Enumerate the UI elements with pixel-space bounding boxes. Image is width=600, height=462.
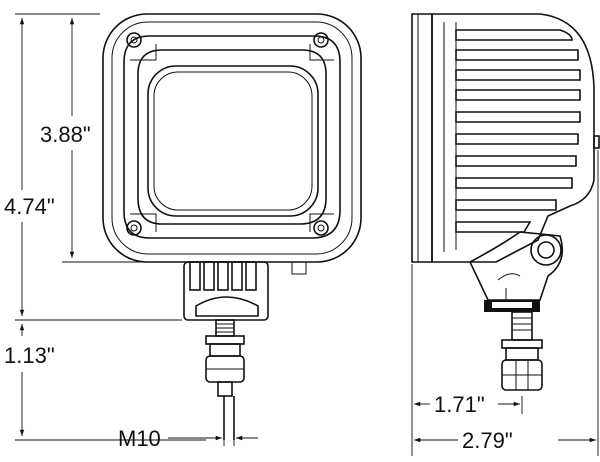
rear-connector [593,135,600,149]
lens-frame [137,49,327,225]
cooling-fins [443,22,581,252]
total-height-label: 4.74" [4,194,55,219]
screw-icon [313,32,329,48]
thread-dimension: M10 [118,420,258,451]
lens [147,65,319,217]
mount-depth-label: 1.71" [434,392,485,417]
screw-icon [126,32,142,48]
corner-tab-bl [130,213,157,232]
corner-tab-tl [130,44,157,61]
mount-depth-dimension: 1.71" [414,392,520,417]
housing-shell [431,13,595,263]
screw-icon [313,220,329,236]
front-bezel-plate [411,13,433,263]
bezel [123,35,341,239]
screw-icon [126,220,142,236]
lens-height-dimension: 3.88" [40,18,91,258]
stud-length-dimension: 1.13" [4,324,55,436]
total-height-dimension: 4.74" [4,18,55,316]
lens-inner [153,71,313,211]
lens-height-label: 3.88" [40,122,91,147]
corner-tab-tr [309,44,334,61]
thread-label: M10 [118,426,161,451]
side-mounting-stud [501,311,543,391]
front-view [102,13,362,440]
side-view [411,13,600,391]
pivot-bracket [468,231,564,312]
total-depth-label: 2.79" [462,428,513,453]
total-depth-dimension: 2.79" [414,428,596,453]
mounting-stud [205,319,245,440]
stud-length-label: 1.13" [4,343,55,368]
corner-tab-br [309,213,334,232]
housing-inner-outline [111,21,353,255]
mount-bracket [183,261,307,321]
